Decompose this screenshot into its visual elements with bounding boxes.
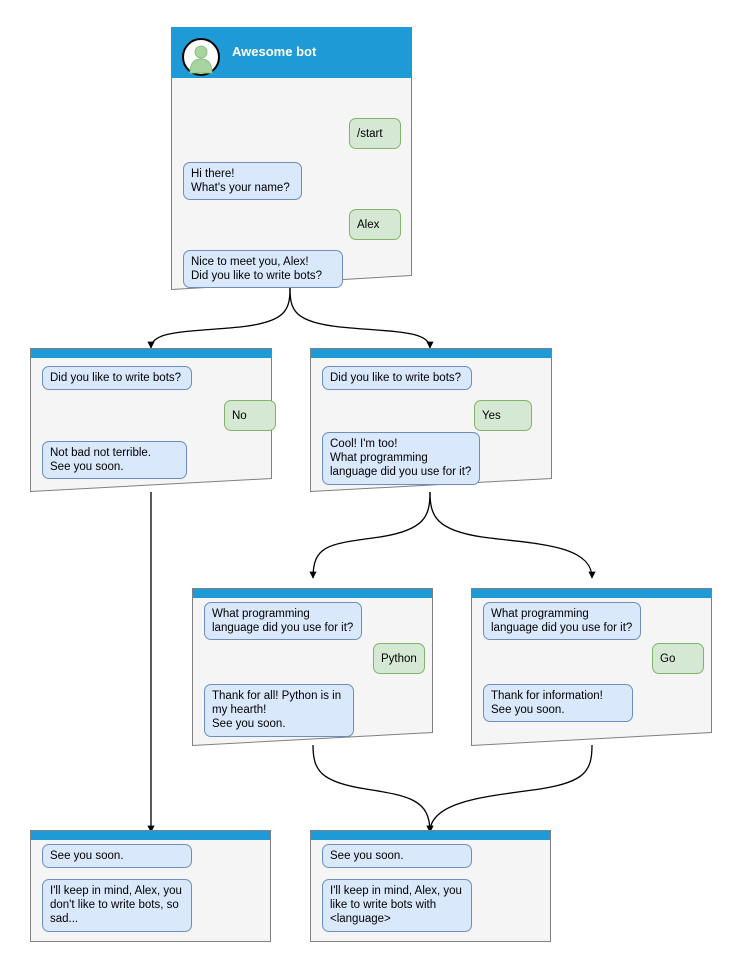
edge-yes-to-go — [429, 491, 596, 579]
chat-title: Awesome bot — [232, 44, 317, 59]
message-bubble-bot[interactable]: What programming language did you use fo… — [204, 602, 362, 641]
node-root-chat[interactable]: Awesome bot /start Hi there! What's your… — [171, 27, 412, 290]
message-bubble-bot[interactable]: Did you like to write bots? — [322, 366, 472, 391]
message-bubble-bot[interactable]: I'll keep in mind, Alex, you don't like … — [42, 879, 192, 932]
message-bubble-bot[interactable]: Thank for all! Python is in my hearth! S… — [204, 684, 354, 737]
node-header-bar — [311, 349, 551, 358]
node-end-no[interactable]: See you soon. I'll keep in mind, Alex, y… — [30, 830, 271, 942]
message-bubble-bot[interactable]: Not bad not terrible. See you soon. — [42, 441, 187, 480]
user-avatar-icon — [182, 38, 220, 76]
message-bubble-user[interactable]: Python — [373, 643, 425, 674]
message-bubble-bot[interactable]: I'll keep in mind, Alex, you like to wri… — [322, 879, 472, 932]
node-python-branch[interactable]: What programming language did you use fo… — [192, 588, 433, 746]
message-bubble-user[interactable]: Yes — [474, 400, 532, 431]
node-header-bar — [311, 831, 550, 840]
message-bubble-user[interactable]: Go — [652, 643, 704, 674]
message-bubble-bot[interactable]: Thank for information! See you soon. — [483, 684, 633, 723]
node-no-branch[interactable]: Did you like to write bots? No Not bad n… — [30, 348, 276, 492]
message-bubble-user[interactable]: /start — [349, 118, 401, 149]
node-header-bar — [193, 589, 432, 598]
edge-go-to-end-yes — [426, 744, 593, 833]
message-bubble-bot[interactable]: Nice to meet you, Alex! Did you like to … — [183, 250, 343, 289]
message-bubble-bot[interactable]: See you soon. — [322, 844, 472, 869]
node-header-bar — [31, 349, 271, 358]
edge-root-to-yes — [289, 287, 434, 349]
edge-root-to-no — [147, 287, 291, 349]
message-bubble-bot[interactable]: What programming language did you use fo… — [483, 602, 641, 641]
message-bubble-user[interactable]: No — [224, 400, 276, 431]
edge-python-to-end-yes — [312, 744, 434, 833]
message-bubble-bot[interactable]: Cool! I'm too! What programming language… — [322, 432, 480, 485]
node-go-branch[interactable]: What programming language did you use fo… — [471, 588, 712, 746]
message-bubble-bot[interactable]: Hi there! What's your name? — [183, 162, 302, 201]
message-bubble-bot[interactable]: Did you like to write bots? — [42, 366, 192, 391]
edge-yes-to-python — [309, 491, 431, 579]
node-header-bar — [472, 589, 711, 598]
node-header-bar — [31, 831, 270, 840]
node-yes-branch[interactable]: Did you like to write bots? Yes Cool! I'… — [310, 348, 552, 492]
node-end-yes[interactable]: See you soon. I'll keep in mind, Alex, y… — [310, 830, 551, 942]
message-bubble-user[interactable]: Alex — [349, 209, 401, 240]
message-bubble-bot[interactable]: See you soon. — [42, 844, 192, 869]
